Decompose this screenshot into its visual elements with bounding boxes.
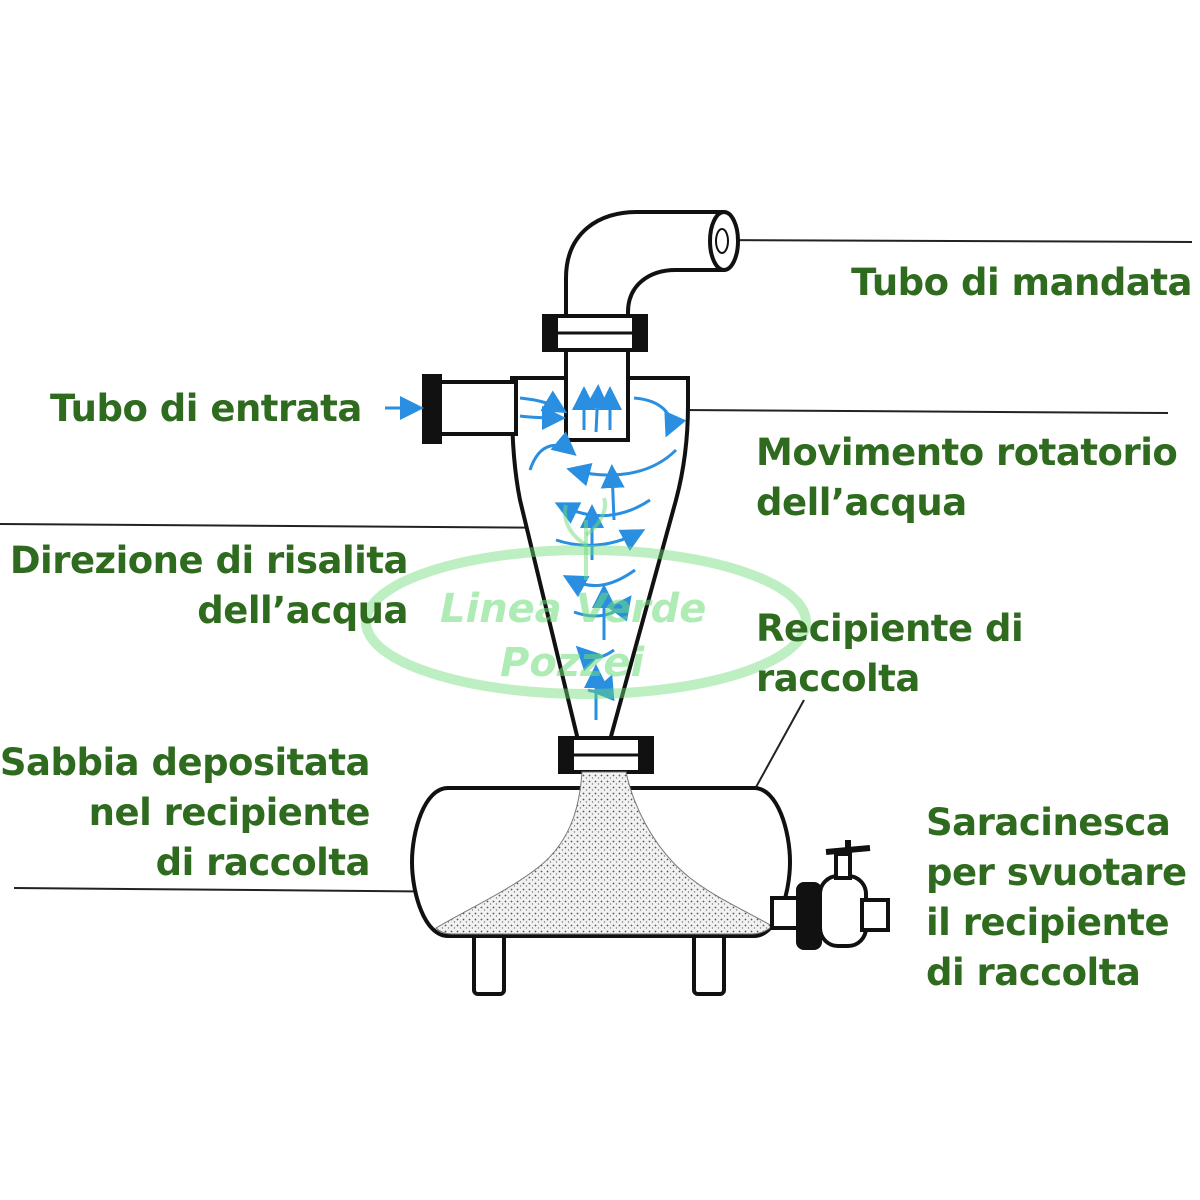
label-recipiente-line1: Recipiente di <box>756 607 1024 650</box>
label-tubo-entrata-text: Tubo di entrata <box>50 387 362 430</box>
outlet-pipe <box>564 210 740 324</box>
watermark-text-line1: Linea Verde <box>440 586 707 632</box>
leader-direzione <box>0 523 591 529</box>
label-sabbia-line2: nel recipiente <box>88 791 371 834</box>
watermark-leaf-icon <box>563 497 607 580</box>
leader-movimento <box>679 409 1169 414</box>
label-recipiente-line2: raccolta <box>756 657 920 700</box>
upper-flange <box>542 314 648 352</box>
label-saracinesca-line1: Saracinesca <box>926 801 1171 844</box>
label-movimento-line1: Movimento rotatorio <box>756 431 1178 474</box>
label-tubo-mandata-text: Tubo di mandata <box>851 261 1192 304</box>
label-tubo-entrata: Tubo di entrata <box>50 384 362 434</box>
label-saracinesca-line3: il recipiente <box>926 901 1170 944</box>
water-movement-arrows <box>385 384 687 720</box>
label-saracinesca-line2: per svuotare <box>926 851 1187 894</box>
label-direzione-line1: Direzione di risalita <box>9 539 409 582</box>
inlet-pipe <box>422 374 518 444</box>
lower-flange <box>558 736 654 774</box>
drain-valve <box>770 840 890 950</box>
label-saracinesca-line4: di raccolta <box>926 951 1141 994</box>
label-sabbia-line1: Sabbia depositata <box>0 741 371 784</box>
label-sabbia-depositata: Sabbia depositata nel recipiente di racc… <box>0 738 371 888</box>
label-direzione-risalita: Direzione di risalita dell’acqua <box>9 536 409 636</box>
watermark-text-line2: Pozzei <box>500 640 645 686</box>
label-movimento-rotatorio: Movimento rotatorio dell’acqua <box>756 428 1178 528</box>
label-movimento-line2: dell’acqua <box>756 481 967 524</box>
deposited-sand <box>435 771 773 935</box>
leader-tubo-mandata <box>707 239 1193 243</box>
label-direzione-line2: dell’acqua <box>197 589 408 632</box>
leader-sabbia <box>13 887 487 893</box>
label-tubo-mandata: Tubo di mandata <box>851 258 1192 308</box>
label-recipiente-raccolta: Recipiente di raccolta <box>756 604 1024 704</box>
label-saracinesca: Saracinesca per svuotare il recipiente d… <box>926 798 1187 998</box>
label-sabbia-line3: di raccolta <box>155 841 371 884</box>
